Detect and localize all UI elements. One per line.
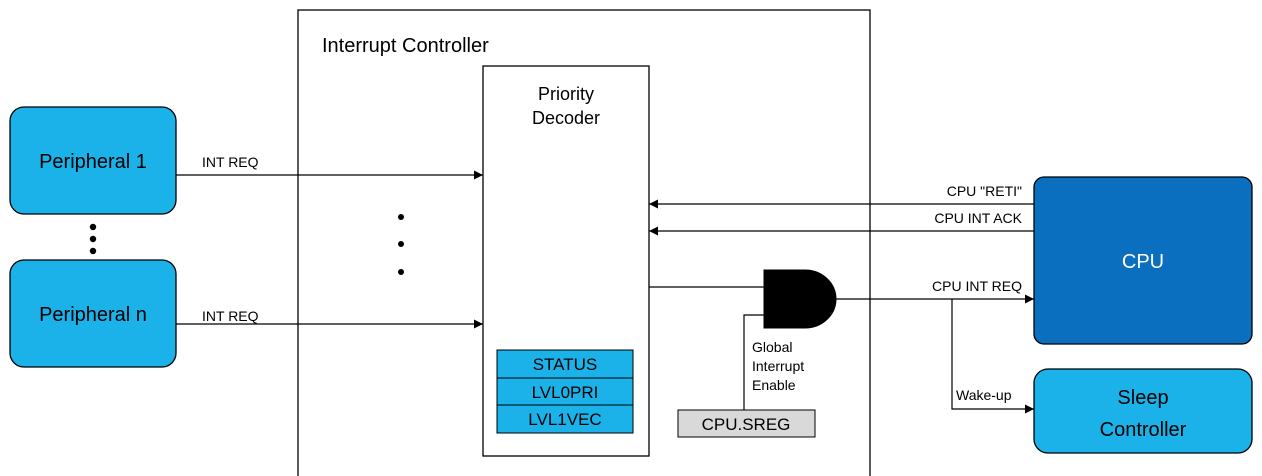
gie-label-line2: Interrupt	[752, 358, 804, 374]
int-req-n-label: INT REQ	[202, 308, 259, 324]
gie-input-wire	[743, 314, 764, 410]
register-lvl1vec	[496, 404, 634, 434]
peripheral-ellipsis	[89, 223, 97, 255]
register-lvl1vec-label: LVL1VEC	[528, 410, 601, 429]
sleep-controller-label-line2: Controller	[1100, 419, 1187, 441]
int-req-1-label: INT REQ	[202, 154, 259, 170]
and-gate	[763, 269, 837, 329]
wake-up-wire	[951, 299, 1034, 414]
sleep-controller-box	[1033, 368, 1253, 454]
wake-up-label: Wake-up	[956, 387, 1012, 403]
cpu-sreg-label: CPU.SREG	[702, 415, 791, 434]
int-req-ellipsis	[398, 214, 404, 275]
cpu-reti-label: CPU "RETI"	[947, 183, 1022, 199]
register-lvl0pri	[496, 377, 634, 406]
peripheral-n-box	[9, 259, 177, 368]
cpu-sreg-box	[677, 409, 816, 438]
cpu-int-req-label: CPU INT REQ	[932, 278, 1022, 294]
cpu-int-ack-label: CPU INT ACK	[934, 210, 1022, 226]
gie-label-line3: Enable	[752, 377, 796, 393]
priority-decoder-label-line2: Decoder	[532, 108, 600, 128]
priority-decoder-label-line1: Priority	[538, 84, 594, 104]
peripheral-1-box	[9, 106, 177, 215]
peripheral-n-label: Peripheral n	[39, 304, 147, 326]
cpu-box	[1033, 176, 1253, 345]
register-stack: STATUS LVL0PRI LVL1VEC	[496, 349, 634, 434]
cpu-label: CPU	[1122, 251, 1164, 273]
register-lvl0pri-label: LVL0PRI	[532, 383, 599, 402]
sleep-controller-label-line1: Sleep	[1117, 387, 1168, 409]
gie-label-line1: Global	[752, 339, 792, 355]
peripheral-1-label: Peripheral 1	[39, 151, 147, 173]
register-status-label: STATUS	[533, 355, 598, 374]
interrupt-controller-title: Interrupt Controller	[322, 35, 489, 57]
